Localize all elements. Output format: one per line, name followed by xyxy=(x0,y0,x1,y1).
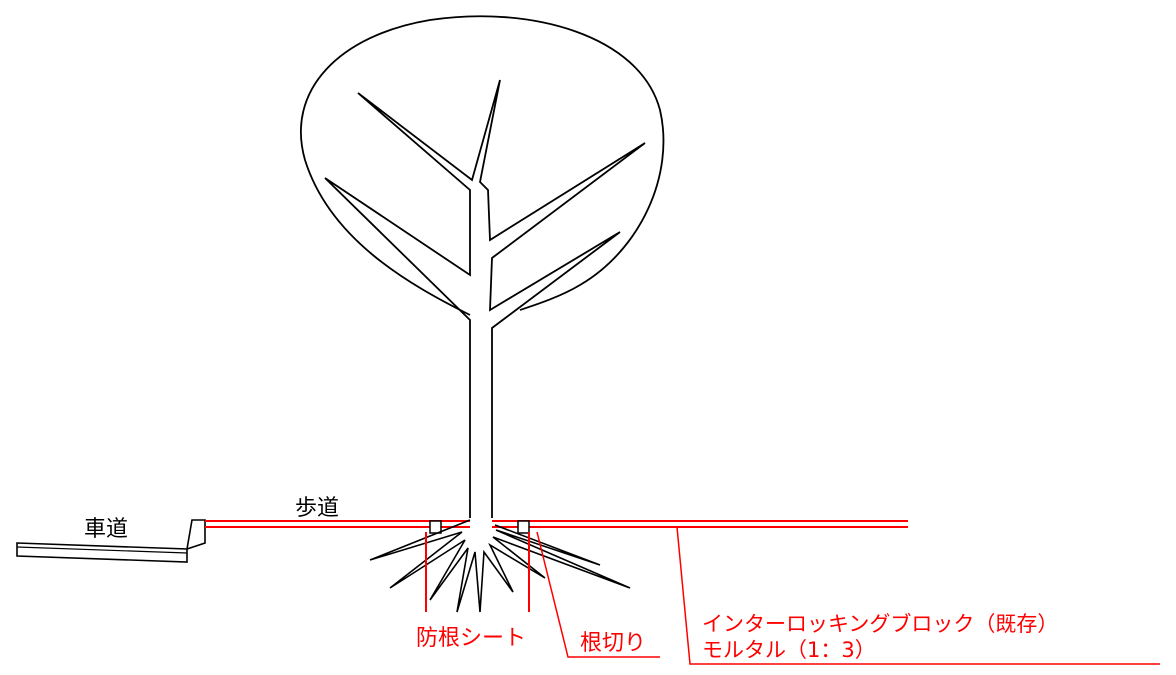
tree-crown xyxy=(300,15,665,316)
leader-interlocking xyxy=(676,526,1160,665)
root-cutting-label: 根切り xyxy=(580,631,647,656)
roadway-label: 車道 xyxy=(84,517,129,542)
curb-step xyxy=(186,519,206,550)
mortar-label: モルタル（1：3） xyxy=(702,638,876,662)
roadway-curb xyxy=(16,542,188,563)
sidewalk-label: 歩道 xyxy=(295,496,340,521)
leader-root-cutting xyxy=(536,531,660,658)
barrier-box-right xyxy=(517,520,530,534)
barrier-box-left xyxy=(429,520,442,534)
tree-trunk xyxy=(324,79,646,518)
root-barrier-sheet-label: 防根シート xyxy=(416,626,527,651)
interlocking-block-label: インターロッキングブロック（既存） xyxy=(702,612,1059,636)
roadway-curb-inner xyxy=(16,546,188,554)
tree-roots xyxy=(369,519,631,613)
